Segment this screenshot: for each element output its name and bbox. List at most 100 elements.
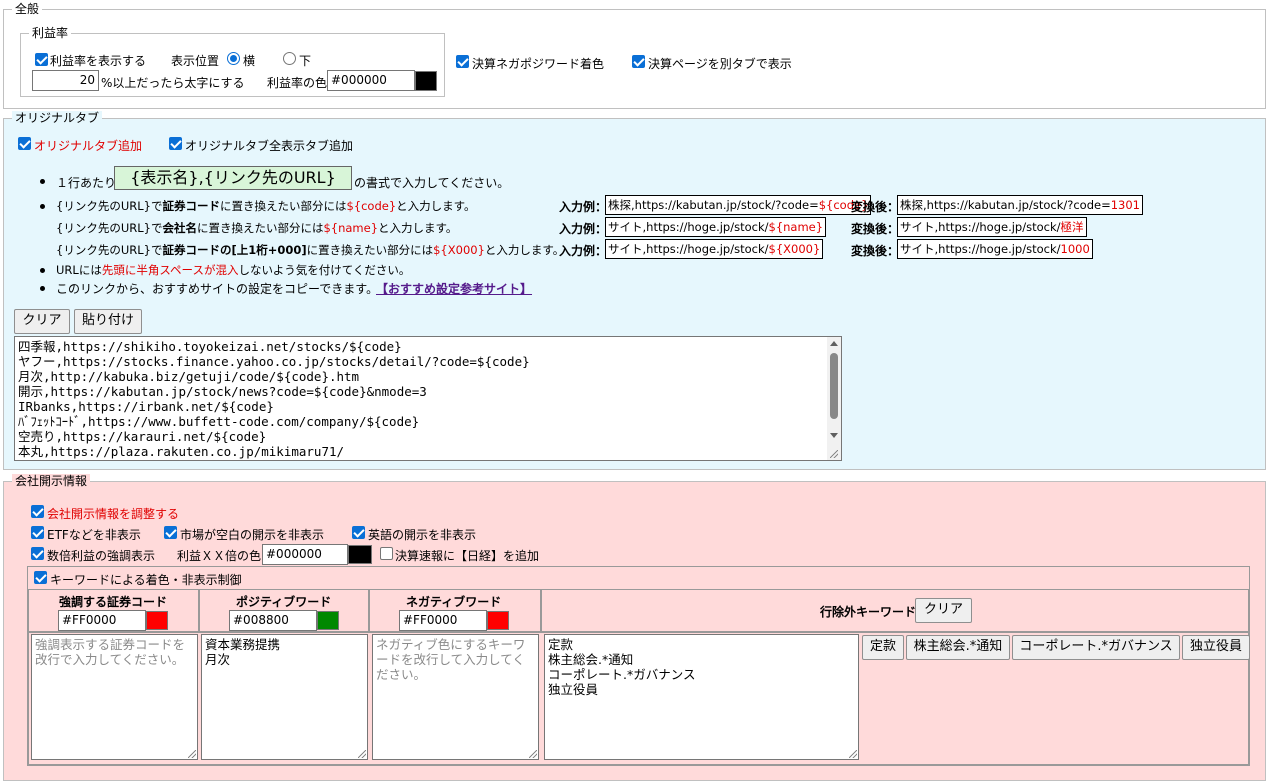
format-post: の書式で入力してください。 [354, 176, 510, 190]
bold-threshold-suffix: %以上だったら太字にする [101, 76, 245, 90]
exclude-keyword-button[interactable]: 定款 [862, 635, 904, 660]
english-checkbox[interactable] [352, 526, 365, 539]
resize-grip-icon[interactable] [358, 750, 366, 758]
rule-row-code: {リンク先のURL}で証券コードに置き換えたい部分には${code}と入力します… [56, 199, 476, 213]
scroll-up-icon[interactable] [830, 341, 838, 346]
example-name-box: サイト,https://hoge.jp/stock/${name} [605, 217, 827, 237]
pos-column-header: ポジティブワード #008800 [199, 589, 369, 632]
neg-column-header: ネガティブワード #FF0000 [369, 589, 541, 632]
original-tab-all-checkbox[interactable] [169, 137, 182, 150]
converted-code-box: 株探,https://kabutan.jp/stock/?code=1301 [897, 195, 1143, 215]
position-label: 表示位置 [171, 54, 220, 68]
neg-color-input[interactable]: #FF0000 [399, 610, 487, 631]
exclude-column-header: 行除外キーワード クリア [541, 589, 1249, 632]
example-label: 入力例： [559, 222, 608, 236]
keyword-label: キーワードによる着色・非表示制御 [50, 573, 242, 587]
bold-threshold-input[interactable]: 20 [32, 70, 99, 91]
emph-color-swatch[interactable] [146, 611, 168, 630]
position-horizontal-label: 横 [243, 54, 256, 68]
adjust-checkbox[interactable] [31, 505, 44, 518]
converted-x000-box: サイト,https://hoge.jp/stock/1000 [897, 239, 1093, 259]
times-label: 数倍利益の強調表示 [47, 549, 156, 563]
converted-label: 変換後： [851, 244, 900, 258]
exclude-keyword-button[interactable]: コーポレート.*ガバナンス [1012, 635, 1180, 660]
nikkei-label: 決算速報に【日経】を追加 [395, 549, 540, 563]
market-blank-checkbox[interactable] [164, 526, 177, 539]
example-label: 入力例： [559, 200, 608, 214]
times-checkbox[interactable] [31, 547, 44, 560]
emph-textarea[interactable]: 強調表示する証券コードを改行で入力してください。 [31, 634, 198, 760]
position-horizontal-radio[interactable] [227, 52, 240, 65]
emph-column-header: 強調する証券コード #FF0000 [28, 589, 199, 632]
exclude-header: 行除外キーワード [820, 605, 917, 619]
exclude-keyword-button[interactable]: 株主総会.*通知 [906, 635, 1010, 660]
exclude-keyword-button[interactable]: 独立役員 [1182, 635, 1250, 660]
clear-button[interactable]: クリア [14, 309, 70, 334]
etf-checkbox[interactable] [31, 526, 44, 539]
rule-row-x000: {リンク先のURL}で証券コードの[上1桁+000]に置き換えたい部分には${X… [56, 243, 565, 257]
textarea-scrollbar[interactable] [827, 337, 841, 460]
resize-grip-icon[interactable] [188, 750, 196, 758]
bullet [40, 204, 45, 209]
original-tab-textarea[interactable]: 四季報,https://shikiho.toyokeizai.net/stock… [14, 336, 842, 461]
english-label: 英語の開示を非表示 [368, 528, 477, 542]
emph-color-input[interactable]: #FF0000 [58, 610, 146, 631]
negapos-checkbox[interactable] [456, 55, 469, 68]
general-section: 全般 利益率 利益率を表示する 表示位置 横 下 20 %以上だったら太字にする… [3, 2, 1266, 109]
url-note: URLには先頭に半角スペースが混入しないよう気を付けてください。 [56, 263, 411, 277]
example-label: 入力例： [559, 244, 608, 258]
general-legend: 全般 [12, 2, 43, 16]
show-profit-checkbox[interactable] [35, 53, 48, 66]
negapos-label: 決算ネガポジワード着色 [472, 57, 605, 71]
original-tab-section: オリジナルタブ オリジナルタブ追加 オリジナルタブ全表示タブ追加 １行あたり {… [3, 111, 1266, 470]
example-code-box: 株探,https://kabutan.jp/stock/?code=${code… [605, 195, 872, 215]
resize-grip-icon[interactable] [849, 750, 857, 758]
newtab-checkbox[interactable] [632, 55, 645, 68]
neg-header: ネガティブワード [406, 595, 502, 609]
profit-color-swatch[interactable] [415, 71, 437, 91]
converted-label: 変換後： [851, 200, 900, 214]
resize-grip-icon[interactable] [529, 750, 537, 758]
pos-textarea[interactable]: 資本業務提携 月次 [201, 634, 368, 760]
original-tab-all-label: オリジナルタブ全表示タブ追加 [185, 139, 354, 153]
profit-fieldset: 利益率 利益率を表示する 表示位置 横 下 20 %以上だったら太字にする 利益… [20, 26, 445, 97]
nikkei-checkbox[interactable] [380, 547, 393, 560]
show-profit-label: 利益率を表示する [50, 54, 147, 68]
pos-color-input[interactable]: #008800 [229, 610, 317, 631]
exclude-clear-button[interactable]: クリア [915, 598, 972, 623]
original-tab-add-checkbox[interactable] [18, 137, 31, 150]
resize-grip-icon[interactable] [830, 450, 838, 458]
keyword-table: キーワードによる着色・非表示制御 強調する証券コード #FF0000 ポジティブ… [27, 566, 1250, 766]
body-row [28, 632, 1249, 765]
original-tab-legend: オリジナルタブ [12, 111, 103, 125]
position-below-radio[interactable] [283, 52, 296, 65]
scroll-thumb[interactable] [830, 353, 838, 419]
neg-textarea[interactable]: ネガティブ色にするキーワードを改行して入力してください。 [372, 634, 539, 760]
paste-button[interactable]: 貼り付け [74, 309, 142, 334]
example-x000-box: サイト,https://hoge.jp/stock/${X000} [605, 239, 824, 259]
newtab-label: 決算ページを別タブで表示 [648, 57, 792, 71]
adjust-label: 会社開示情報を調整する [47, 507, 180, 521]
profit-x-label: 利益ＸＸ倍の色 [177, 549, 262, 563]
profit-x-color-input[interactable]: #000000 [262, 544, 348, 565]
position-below-label: 下 [299, 54, 312, 68]
rule-row-name: {リンク先のURL}で会社名に置き換えたい部分には${name}と入力します。 [56, 221, 458, 235]
format-pre: １行あたり [56, 176, 117, 190]
disclosure-legend: 会社開示情報 [12, 474, 91, 488]
copy-note: このリンクから、おすすめサイトの設定をコピーできます。 [56, 282, 379, 296]
pos-color-swatch[interactable] [317, 611, 339, 630]
scroll-down-icon[interactable] [830, 433, 838, 438]
etf-label: ETFなどを非表示 [47, 528, 141, 542]
disclosure-section: 会社開示情報 会社開示情報を調整する ETFなどを非表示 市場が空白の開示を非表… [3, 474, 1266, 781]
keyword-checkbox[interactable] [34, 571, 47, 584]
bullet [40, 179, 45, 184]
converted-label: 変換後： [851, 222, 900, 236]
profit-x-color-swatch[interactable] [348, 545, 372, 564]
recommended-settings-link[interactable]: 【おすすめ設定参考サイト】 [376, 282, 533, 296]
profit-legend: 利益率 [29, 26, 72, 40]
neg-color-swatch[interactable] [487, 611, 509, 630]
format-box: {表示名},{リンク先のURL} [114, 166, 352, 190]
profit-color-input[interactable]: #000000 [327, 70, 415, 91]
profit-color-label: 利益率の色 [267, 76, 328, 90]
exclude-textarea[interactable]: 定款 株主総会.*通知 コーポレート.*ガバナンス 独立役員 [544, 634, 859, 760]
